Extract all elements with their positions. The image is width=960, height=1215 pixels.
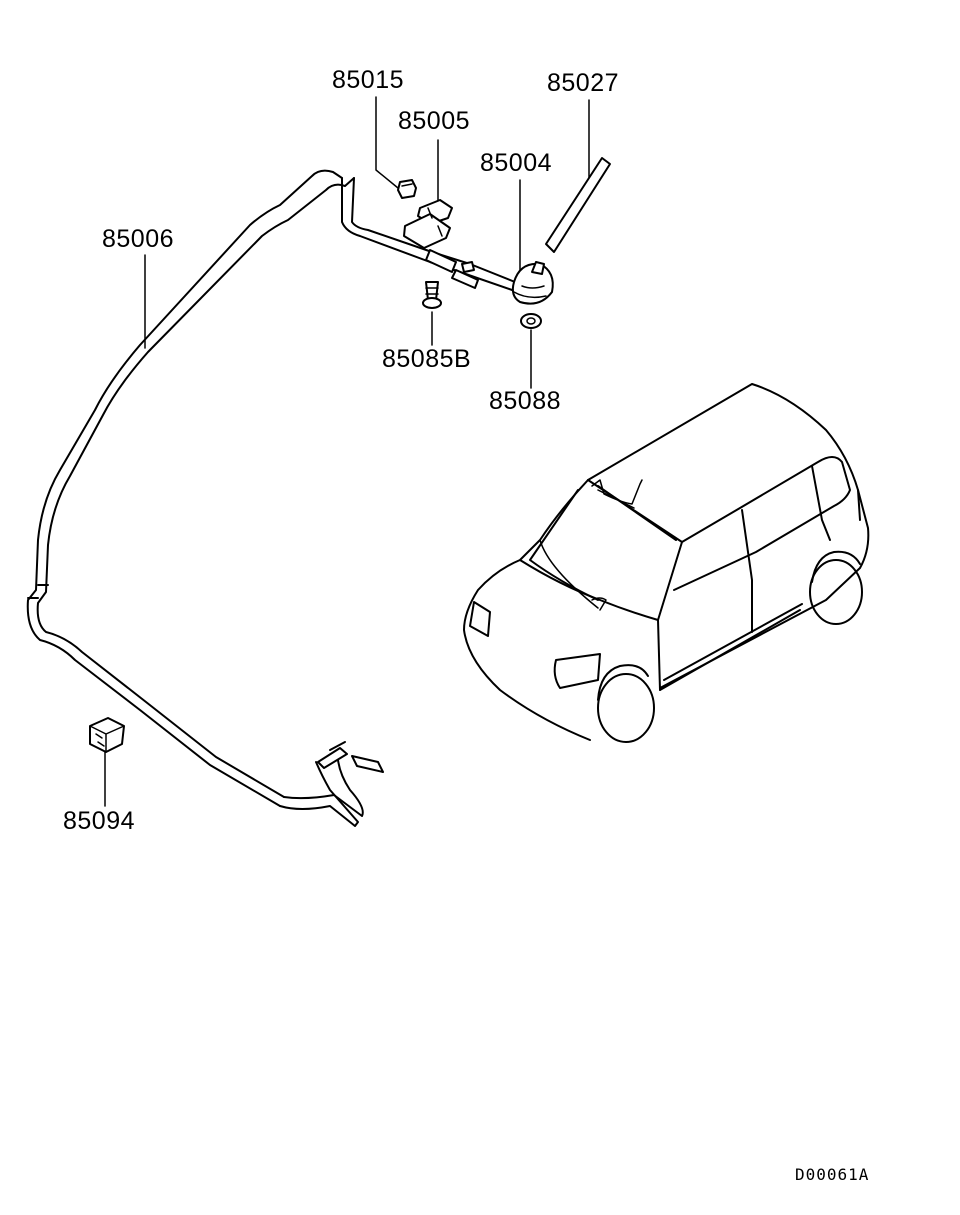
part-label-85088: 85088 <box>489 387 562 415</box>
leader-85015 <box>375 96 399 189</box>
reference-code: D00061A <box>795 1165 870 1184</box>
grommet-85088 <box>520 313 542 329</box>
part-label-85005: 85005 <box>398 107 471 135</box>
part-label-85094: 85094 <box>63 807 136 835</box>
hose-85027 <box>545 157 611 253</box>
part-label-85027: 85027 <box>547 69 620 97</box>
vehicle-outline <box>463 383 870 743</box>
clip-85094 <box>89 717 125 753</box>
leader-lines <box>104 96 590 807</box>
nozzle-85004 <box>511 261 554 305</box>
screw-85085B <box>422 281 442 309</box>
washer-hose <box>26 169 516 827</box>
bracket-85005 <box>403 199 453 249</box>
part-label-85085B: 85085B <box>382 345 472 373</box>
part-label-85015: 85015 <box>332 66 405 94</box>
clip-85015 <box>397 179 417 199</box>
part-label-85004: 85004 <box>480 149 553 177</box>
part-label-85006: 85006 <box>102 225 175 253</box>
